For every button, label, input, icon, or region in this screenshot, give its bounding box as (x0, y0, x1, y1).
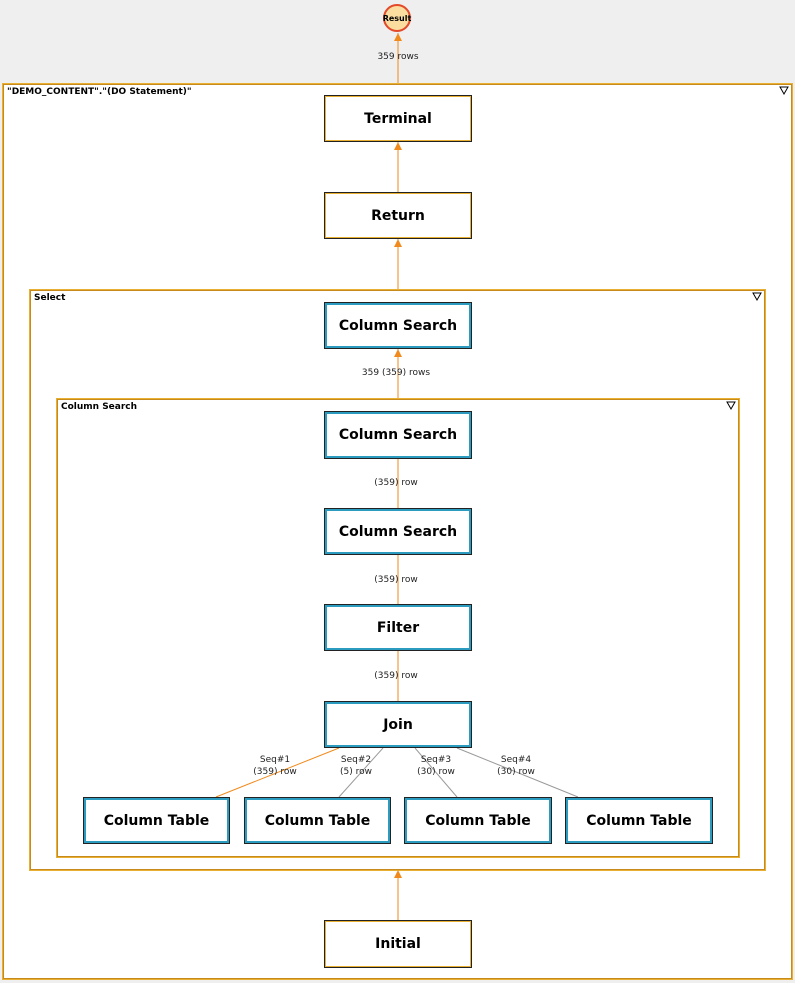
edge-label-select-rows: 359 (359) rows (361, 368, 431, 378)
node-column-search-2[interactable]: Column Search (324, 508, 472, 555)
result-label: Result (382, 13, 412, 23)
node-select-column-search[interactable]: Column Search (324, 302, 472, 349)
seq4-name: Seq#4 (500, 755, 532, 765)
node-terminal[interactable]: Terminal (324, 95, 472, 142)
node-join[interactable]: Join (324, 701, 472, 748)
seq3-name: Seq#3 (420, 755, 452, 765)
edge-label-cs2-rows: (359) row (374, 575, 418, 585)
frame-column-search-title: Column Search (61, 402, 138, 412)
collapse-column-search-icon[interactable] (725, 399, 737, 411)
frame-outer-title: "DEMO_CONTENT"."(DO Statement)" (7, 87, 192, 97)
edge-label-filter-rows: (359) row (374, 671, 418, 681)
result-node[interactable]: Result (383, 4, 411, 32)
edge-label-seq3: Seq#3 (30) row (406, 755, 466, 777)
collapse-outer-icon[interactable] (778, 84, 790, 96)
frame-select-title: Select (34, 293, 66, 303)
node-column-table-2[interactable]: Column Table (244, 797, 391, 844)
edge-label-result-rows: 359 rows (377, 52, 419, 62)
edge-label-cs-rows: (359) row (374, 478, 418, 488)
seq2-name: Seq#2 (340, 755, 372, 765)
edge-label-seq1: Seq#1 (359) row (245, 755, 305, 777)
node-filter[interactable]: Filter (324, 604, 472, 651)
node-column-table-1[interactable]: Column Table (83, 797, 230, 844)
seq4-rows: (30) row (497, 767, 535, 777)
seq1-name: Seq#1 (259, 755, 291, 765)
collapse-select-icon[interactable] (751, 290, 763, 302)
node-column-table-4[interactable]: Column Table (565, 797, 713, 844)
edge-label-seq4: Seq#4 (30) row (486, 755, 546, 777)
edge-label-seq2: Seq#2 (5) row (326, 755, 386, 777)
node-column-table-3[interactable]: Column Table (404, 797, 552, 844)
seq1-rows: (359) row (253, 767, 297, 777)
node-return[interactable]: Return (324, 192, 472, 239)
node-column-search-1[interactable]: Column Search (324, 411, 472, 459)
seq2-rows: (5) row (340, 767, 372, 777)
node-initial[interactable]: Initial (324, 920, 472, 968)
seq3-rows: (30) row (417, 767, 455, 777)
